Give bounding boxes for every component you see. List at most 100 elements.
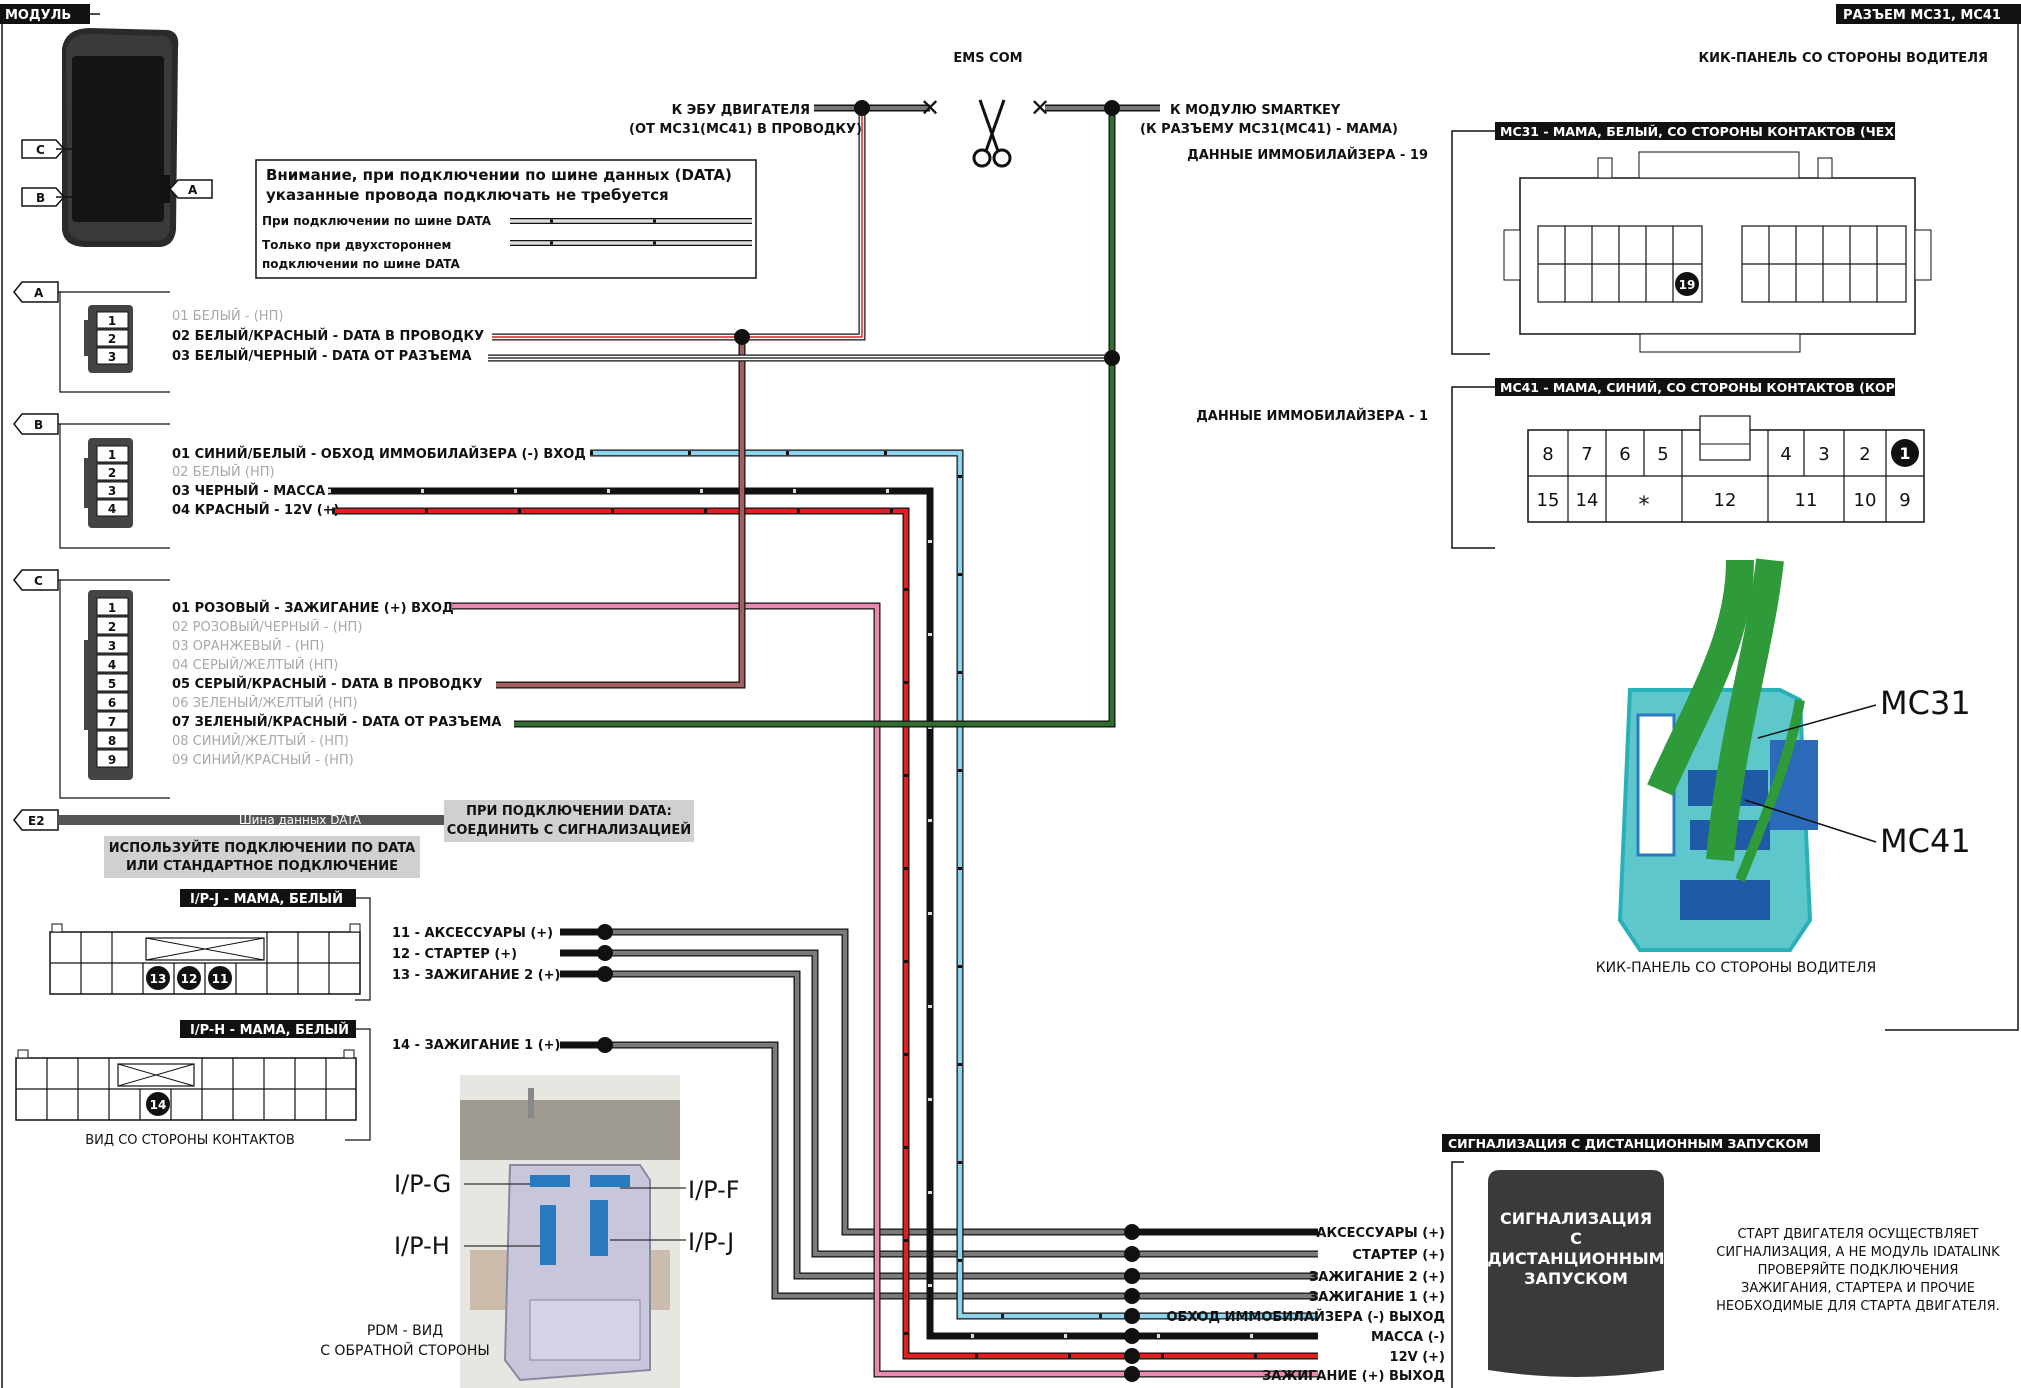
svg-text:11 - АКСЕССУАРЫ (+): 11 - АКСЕССУАРЫ (+) (392, 926, 553, 941)
svg-text:C: C (34, 574, 43, 588)
photo-caption: КИК-ПАНЕЛЬ СО СТОРОНЫ ВОДИТЕЛЯ (1596, 960, 1877, 976)
svg-text:С: С (1570, 1229, 1582, 1248)
svg-text:ЗАПУСКОМ: ЗАПУСКОМ (1524, 1269, 1628, 1288)
svg-text:5: 5 (108, 677, 116, 691)
connector-header-text: РАЗЪЕМ MC31, MC41 (1843, 8, 2001, 23)
svg-text:(К РАЗЪЕМУ MC31(MC41) - МАМА): (К РАЗЪЕМУ MC31(MC41) - МАМА) (1140, 122, 1398, 137)
svg-text:ЗАЖИГАНИЕ (+) ВЫХОД: ЗАЖИГАНИЕ (+) ВЫХОД (1262, 1369, 1445, 1384)
svg-text:ДАННЫЕ ИММОБИЛАЙЗЕРА - 19: ДАННЫЕ ИММОБИЛАЙЗЕРА - 19 (1187, 147, 1428, 163)
harness-b-wire-3: 03 ЧЕРНЫЙ - МАССА (172, 483, 325, 499)
svg-text:МАССА (-): МАССА (-) (1371, 1330, 1445, 1345)
svg-text:3: 3 (108, 350, 116, 364)
svg-text:7: 7 (108, 715, 116, 729)
svg-text:7: 7 (1581, 444, 1592, 465)
harness-c-wire-9: 09 СИНИЙ/КРАСНЫЙ - (НП) (172, 752, 354, 768)
svg-text:Только при двухстороннем: Только при двухстороннем (262, 238, 451, 252)
svg-text:A: A (188, 183, 198, 197)
svg-text:СИГНАЛИЗАЦИЯ: СИГНАЛИЗАЦИЯ (1500, 1209, 1652, 1228)
svg-text:2: 2 (108, 466, 116, 480)
svg-text:13 - ЗАЖИГАНИЕ 2 (+): 13 - ЗАЖИГАНИЕ 2 (+) (392, 968, 561, 983)
ipj-pin-12: 12 (181, 972, 198, 986)
harness-a-wire-1: 01 БЕЛЫЙ - (НП) (172, 308, 283, 324)
wire-pink-ignition (452, 602, 1318, 1378)
harness-a: A 1 2 3 01 БЕЛЫЙ - (НП) 02 БЕЛЫЙ/КРАСНЫЙ… (13, 281, 484, 393)
ems-com-label: EMS COM (953, 51, 1022, 66)
svg-text:12V (+): 12V (+) (1390, 1350, 1445, 1365)
mc31-connector: ДАННЫЕ ИММОБИЛАЙЗЕРА - 19 MC31 - МАМА, Б… (1187, 122, 1932, 355)
svg-text:A: A (34, 286, 44, 300)
svg-text:MC31 - МАМА, БЕЛЫЙ, СО СТОРОНЫ: MC31 - МАМА, БЕЛЫЙ, СО СТОРОНЫ КОНТАКТОВ… (1500, 124, 1920, 139)
svg-text:6: 6 (108, 696, 116, 710)
svg-text:5: 5 (1657, 444, 1668, 465)
svg-text:*: * (1639, 493, 1650, 518)
wire-ignition2 (560, 970, 1318, 1280)
svg-text:E2: E2 (28, 814, 45, 828)
mc41-pin-1: 1 (1899, 444, 1910, 463)
svg-text:15: 15 (1537, 490, 1560, 511)
svg-text:ПРИ ПОДКЛЮЧЕНИИ DATA:: ПРИ ПОДКЛЮЧЕНИИ DATA: (466, 804, 672, 819)
harness-c-wire-1: 01 РОЗОВЫЙ - ЗАЖИГАНИЕ (+) ВХОД (172, 600, 454, 616)
pdm-label-ipj: I/P-J (688, 1228, 734, 1256)
svg-text:MC41 - МАМА, СИНИЙ, СО СТОРОНЫ: MC41 - МАМА, СИНИЙ, СО СТОРОНЫ КОНТАКТОВ… (1500, 380, 1919, 395)
module-header-text: МОДУЛЬ (5, 8, 71, 23)
svg-text:14: 14 (1576, 490, 1599, 511)
svg-text:C: C (36, 143, 45, 157)
svg-text:(ОТ MC31(MC41) В ПРОВОДКУ): (ОТ MC31(MC41) В ПРОВОДКУ) (629, 122, 862, 137)
svg-text:2: 2 (1859, 444, 1870, 465)
svg-text:ЗАЖИГАНИЕ 1 (+): ЗАЖИГАНИЕ 1 (+) (1309, 1290, 1445, 1305)
svg-text:ЗАЖИГАНИЯ, СТАРТЕРА И ПРОЧИЕ: ЗАЖИГАНИЯ, СТАРТЕРА И ПРОЧИЕ (1741, 1281, 1975, 1296)
photo-label-mc31: MC31 (1880, 684, 1971, 722)
svg-text:1: 1 (108, 601, 116, 615)
harness-c-wire-3: 03 ОРАНЖЕВЫЙ - (НП) (172, 638, 324, 654)
svg-text:СТАРТ ДВИГАТЕЛЯ ОСУЩЕСТВЛЯЕТ: СТАРТ ДВИГАТЕЛЯ ОСУЩЕСТВЛЯЕТ (1737, 1227, 1978, 1242)
smartkey-label: К МОДУЛЮ SMARTKEY (К РАЗЪЕМУ MC31(MC41) … (1140, 103, 1398, 137)
e2-data-bus: E2 Шина данных DATA ПРИ ПОДКЛЮЧЕНИИ DATA… (13, 800, 694, 878)
iph-pin-14: 14 (150, 1098, 167, 1112)
module-device (62, 28, 179, 247)
svg-text:14 - ЗАЖИГАНИЕ 1 (+): 14 - ЗАЖИГАНИЕ 1 (+) (392, 1038, 561, 1053)
svg-text:✕: ✕ (1030, 94, 1050, 122)
svg-text:ЗАЖИГАНИЕ 2 (+): ЗАЖИГАНИЕ 2 (+) (1309, 1270, 1445, 1285)
svg-text:4: 4 (108, 658, 116, 672)
module-port-b: B (21, 187, 74, 207)
wire-accessory (560, 928, 1318, 1236)
svg-text:2: 2 (108, 620, 116, 634)
harness-c-wire-8: 08 СИНИЙ/ЖЕЛТЫЙ - (НП) (172, 733, 349, 749)
harness-c-wire-5: 05 СЕРЫЙ/КРАСНЫЙ - DATA В ПРОВОДКУ (172, 676, 482, 692)
svg-text:8: 8 (108, 734, 116, 748)
svg-text:I/P-J - МАМА, БЕЛЫЙ: I/P-J - МАМА, БЕЛЫЙ (190, 891, 343, 907)
svg-text:1: 1 (108, 314, 116, 328)
kick-panel-label: КИК-ПАНЕЛЬ СО СТОРОНЫ ВОДИТЕЛЯ (1699, 51, 1988, 66)
wire-ignition1 (560, 1041, 1318, 1300)
harness-c-wire-6: 06 ЗЕЛЕНЫЙ/ЖЕЛТЫЙ (НП) (172, 695, 358, 711)
remote-start-outputs: АКСЕССУАРЫ (+) СТАРТЕР (+) ЗАЖИГАНИЕ 2 (… (1132, 1226, 1445, 1384)
svg-text:С ОБРАТНОЙ СТОРОНЫ: С ОБРАТНОЙ СТОРОНЫ (320, 1341, 490, 1359)
svg-text:ИЛИ СТАНДАРТНОЕ ПОДКЛЮЧЕНИЕ: ИЛИ СТАНДАРТНОЕ ПОДКЛЮЧЕНИЕ (126, 859, 398, 874)
svg-text:9: 9 (108, 753, 116, 767)
junction-dots (597, 100, 1140, 1382)
pdm-label-iph: I/P-H (394, 1232, 450, 1260)
svg-text:подключении по шине DATA: подключении по шине DATA (262, 257, 461, 271)
svg-text:6: 6 (1619, 444, 1630, 465)
notice-box: Внимание, при подключении по шине данных… (255, 159, 757, 279)
svg-text:СТАРТЕР (+): СТАРТЕР (+) (1352, 1248, 1445, 1263)
harness-b-wire-2: 02 БЕЛЫЙ (НП) (172, 464, 275, 480)
svg-text:PDM - ВИД: PDM - ВИД (367, 1323, 443, 1339)
svg-text:ДАННЫЕ ИММОБИЛАЙЗЕРА - 1: ДАННЫЕ ИММОБИЛАЙЗЕРА - 1 (1196, 408, 1428, 424)
ipj-pin-13: 13 (150, 972, 167, 986)
connector-header: РАЗЪЕМ MC31, MC41 (1836, 4, 2021, 1031)
scissors-icon (972, 99, 1012, 168)
mc41-connector: ДАННЫЕ ИММОБИЛАЙЗЕРА - 1 MC41 - МАМА, СИ… (1196, 378, 1925, 549)
svg-text:СИГНАЛИЗАЦИЯ С ДИСТАНЦИОННЫМ З: СИГНАЛИЗАЦИЯ С ДИСТАНЦИОННЫМ ЗАПУСКОМ (1448, 1136, 1809, 1151)
svg-text:9: 9 (1899, 490, 1910, 511)
cut-markers: ✕ ✕ (920, 94, 1050, 168)
module-port-c: C (21, 139, 74, 159)
harness-b-wire-4: 04 КРАСНЫЙ - 12V (+) (172, 502, 340, 518)
harness-c: C 1 2 3 4 5 6 7 8 9 01 РОЗОВЫЙ - ЗАЖИГАН… (13, 569, 501, 799)
ecu-label: К ЭБУ ДВИГАТЕЛЯ (ОТ MC31(MC41) В ПРОВОДК… (629, 103, 862, 137)
svg-text:НЕОБХОДИМЫЕ ДЛЯ СТАРТА ДВИГАТЕ: НЕОБХОДИМЫЕ ДЛЯ СТАРТА ДВИГАТЕЛЯ. (1716, 1299, 2000, 1314)
svg-text:B: B (36, 191, 45, 205)
pdm-wire-labels: 11 - АКСЕССУАРЫ (+) 12 - СТАРТЕР (+) 13 … (392, 926, 561, 1053)
pdm-illustration: I/P-G I/P-F I/P-H I/P-J PDM - ВИД С ОБРА… (320, 1075, 740, 1388)
photo-label-mc41: MC41 (1880, 822, 1971, 860)
